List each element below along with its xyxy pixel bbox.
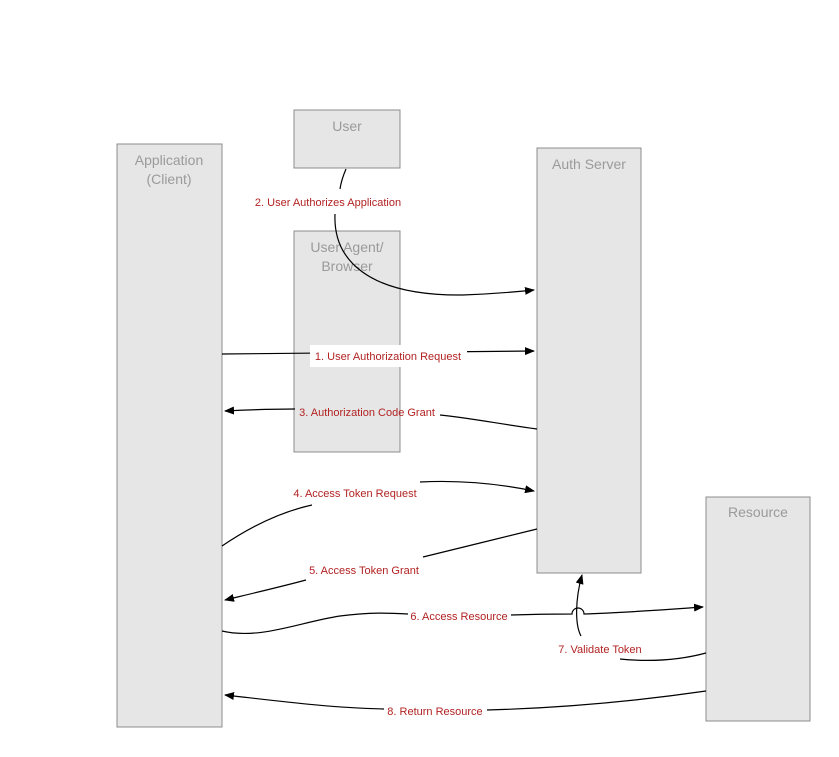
step-2-label: 2. User Authorizes Application [255,197,401,209]
step-2-flow: 2. User Authorizes Application [255,168,535,296]
step-3-arrow [224,406,296,415]
step-8-line [486,690,707,711]
step-3-line [439,414,538,430]
step-6-line [221,612,409,635]
user-agent-label-line1: User Agent/ [310,239,383,255]
step-5-arrow [224,579,307,602]
step-6-arrow [510,603,704,616]
step-7-flow: 7. Validate Token [558,574,707,661]
step-5-flow: 5. Access Token Grant [224,528,538,602]
step-8-arrow [224,692,385,710]
user-label: User [332,118,362,134]
step-1-flow: 1. User Authorization Request [221,345,535,367]
step-6-flow: 6. Access Resource [221,603,704,635]
step-1-label: 1. User Authorization Request [315,351,461,363]
resource-label: Resource [728,504,788,520]
step-4-label: 4. Access Token Request [293,488,416,500]
step-4-flow: 4. Access Token Request [221,480,535,547]
step-6-label: 6. Access Resource [410,611,507,623]
step-7-label: 7. Validate Token [558,644,641,656]
auth-server-label: Auth Server [552,156,626,172]
application-label-line2: (Client) [146,171,191,187]
step-2-arrow [334,213,535,296]
step-3-flow: 3. Authorization Code Grant [224,406,538,430]
step-2-arrow-top [339,168,347,190]
user-agent-label-line2: Browser [321,258,373,274]
auth-server-box: Auth Server [536,147,642,574]
step-3-label: 3. Authorization Code Grant [299,407,435,419]
step-7-arrow [575,574,584,637]
application-label-line1: Application [135,152,204,168]
step-8-label: 8. Return Resource [387,706,482,718]
application-box: Application (Client) [116,143,223,728]
step-5-label: 5. Access Token Grant [309,565,419,577]
user-agent-box: User Agent/ Browser [293,230,401,453]
step-5-line [422,528,538,558]
step-7-line [619,652,707,661]
resource-box: Resource [705,496,811,722]
user-box: User [293,109,401,169]
step-8-flow: 8. Return Resource [224,690,707,718]
step-4-line [221,504,313,547]
step-4-arrow [419,480,535,494]
